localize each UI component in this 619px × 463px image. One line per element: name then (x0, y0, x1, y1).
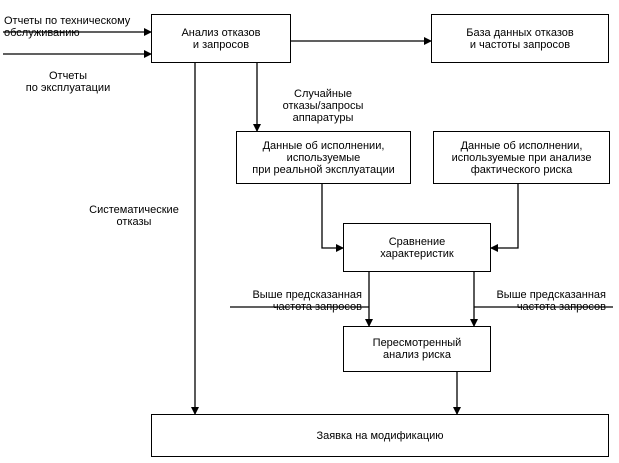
maintenance-reports-label: Отчеты по техническому обслуживанию (4, 15, 131, 39)
analysis-box: Анализ отказов и запросов (151, 14, 291, 63)
arrow-real-performance-to-comparison (321, 184, 344, 252)
above-predicted-right-label: Выше предсказанная частота запросов (496, 289, 606, 313)
arrow-risk-performance-to-comparison (490, 184, 519, 252)
systematic-failures-label: Систематические отказы (89, 204, 179, 228)
operation-reports-label: Отчеты по эксплуатации (25, 70, 111, 94)
revised-risk-box: Пересмотренный анализ риска (343, 326, 491, 372)
modification-box: Заявка на модификацию (151, 414, 609, 457)
random-failures-label: Случайные отказы/запросы аппаратуры (282, 88, 364, 124)
above-predicted-left-label: Выше предсказанная частота запросов (252, 289, 362, 313)
database-box: База данных отказов и частоты запросов (431, 14, 609, 63)
comparison-box: Сравнение характеристик (343, 223, 491, 272)
risk-performance-box: Данные об исполнении, используемые при а… (433, 131, 610, 184)
real-performance-box: Данные об исполнении, используемые при р… (236, 131, 411, 184)
